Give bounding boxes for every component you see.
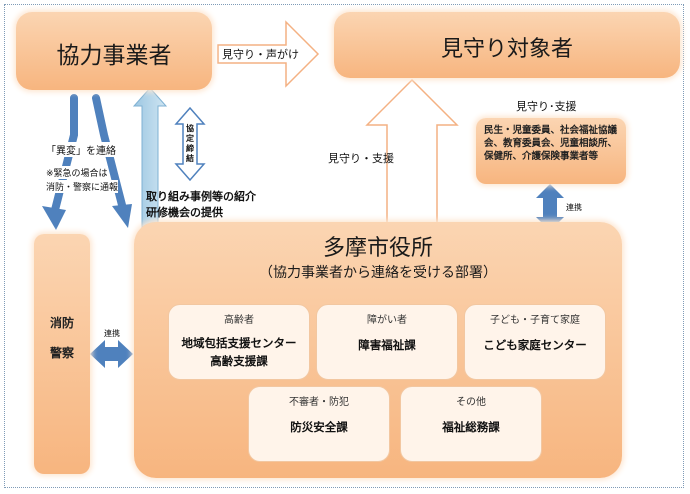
target-box: 見守り対象者 <box>334 12 680 78</box>
department-name: 障害福祉課 <box>358 338 416 352</box>
fire-police-box: 消防 警察 <box>34 234 90 474</box>
emergency-label-line2: 消防・警察に通報 <box>46 180 119 193</box>
emergency-label-line1: ※緊急の場合は <box>46 166 108 179</box>
report-arrow-right-head <box>112 204 132 228</box>
link-right-double-arrow <box>536 184 564 231</box>
department-security: 不審者・防犯 防災安全課 <box>248 386 390 462</box>
city-hall-subtitle: （協力事業者から連絡を受ける部署） <box>259 265 497 281</box>
report-arrow-left-head <box>42 206 66 230</box>
department-children: 子ども・子育て家庭 こども家庭センター <box>464 304 606 380</box>
partner-title: 協力事業者 <box>56 43 172 69</box>
department-name: 福祉総務課 <box>442 420 500 434</box>
agreement-label: 協定締結 <box>186 124 194 163</box>
local-organizations-text: 民生・児童委員、社会福祉協議会、教育委員会、児童相談所、保健所、介護保険事業者等 <box>484 125 618 162</box>
watch-support-city-label: 見守り・支援 <box>328 152 394 165</box>
department-elderly: 高齢者 地域包括支援センター 高齢支援課 <box>168 304 310 380</box>
department-category: 障がい者 <box>367 315 407 326</box>
city-hall-title: 多摩市役所 <box>322 236 433 261</box>
department-category: その他 <box>456 397 486 408</box>
department-name: 地域包括支援センター <box>181 336 297 350</box>
department-category: 不審者・防犯 <box>289 397 349 408</box>
watch-call-label: 見守り・声がけ <box>222 48 299 61</box>
department-category: 高齢者 <box>224 315 254 326</box>
fire-label: 消防 <box>49 316 74 330</box>
department-disability: 障がい者 障害福祉課 <box>316 304 458 380</box>
watch-support-local-label: 見守り･支援 <box>516 100 577 113</box>
target-title: 見守り対象者 <box>440 37 573 62</box>
department-name-line2: 高齢支援課 <box>210 354 268 368</box>
watch-call-arrow <box>217 20 320 88</box>
partner-box: 協力事業者 <box>16 12 212 90</box>
agreement-double-arrow <box>174 106 206 182</box>
link-right-label: 連携 <box>566 203 582 212</box>
diagram-frame <box>4 4 684 488</box>
department-name: こども家庭センター <box>483 338 587 352</box>
police-label: 警察 <box>49 346 74 360</box>
report-change-label: 「異変」を連絡 <box>44 142 118 157</box>
department-category: 子ども・子育て家庭 <box>490 315 580 326</box>
link-left-double-arrow <box>90 340 133 368</box>
department-other: その他 福祉総務課 <box>400 386 542 462</box>
link-left-label: 連携 <box>104 329 120 338</box>
cases-label-line1: 取り組み事例等の紹介 <box>146 190 256 203</box>
cases-label-line2: 研修機会の提供 <box>146 206 223 219</box>
local-organizations-box: 民生・児童委員、社会福祉協議会、教育委員会、児童相談所、保健所、介護保険事業者等 <box>476 118 626 184</box>
department-name: 防災安全課 <box>290 420 348 434</box>
